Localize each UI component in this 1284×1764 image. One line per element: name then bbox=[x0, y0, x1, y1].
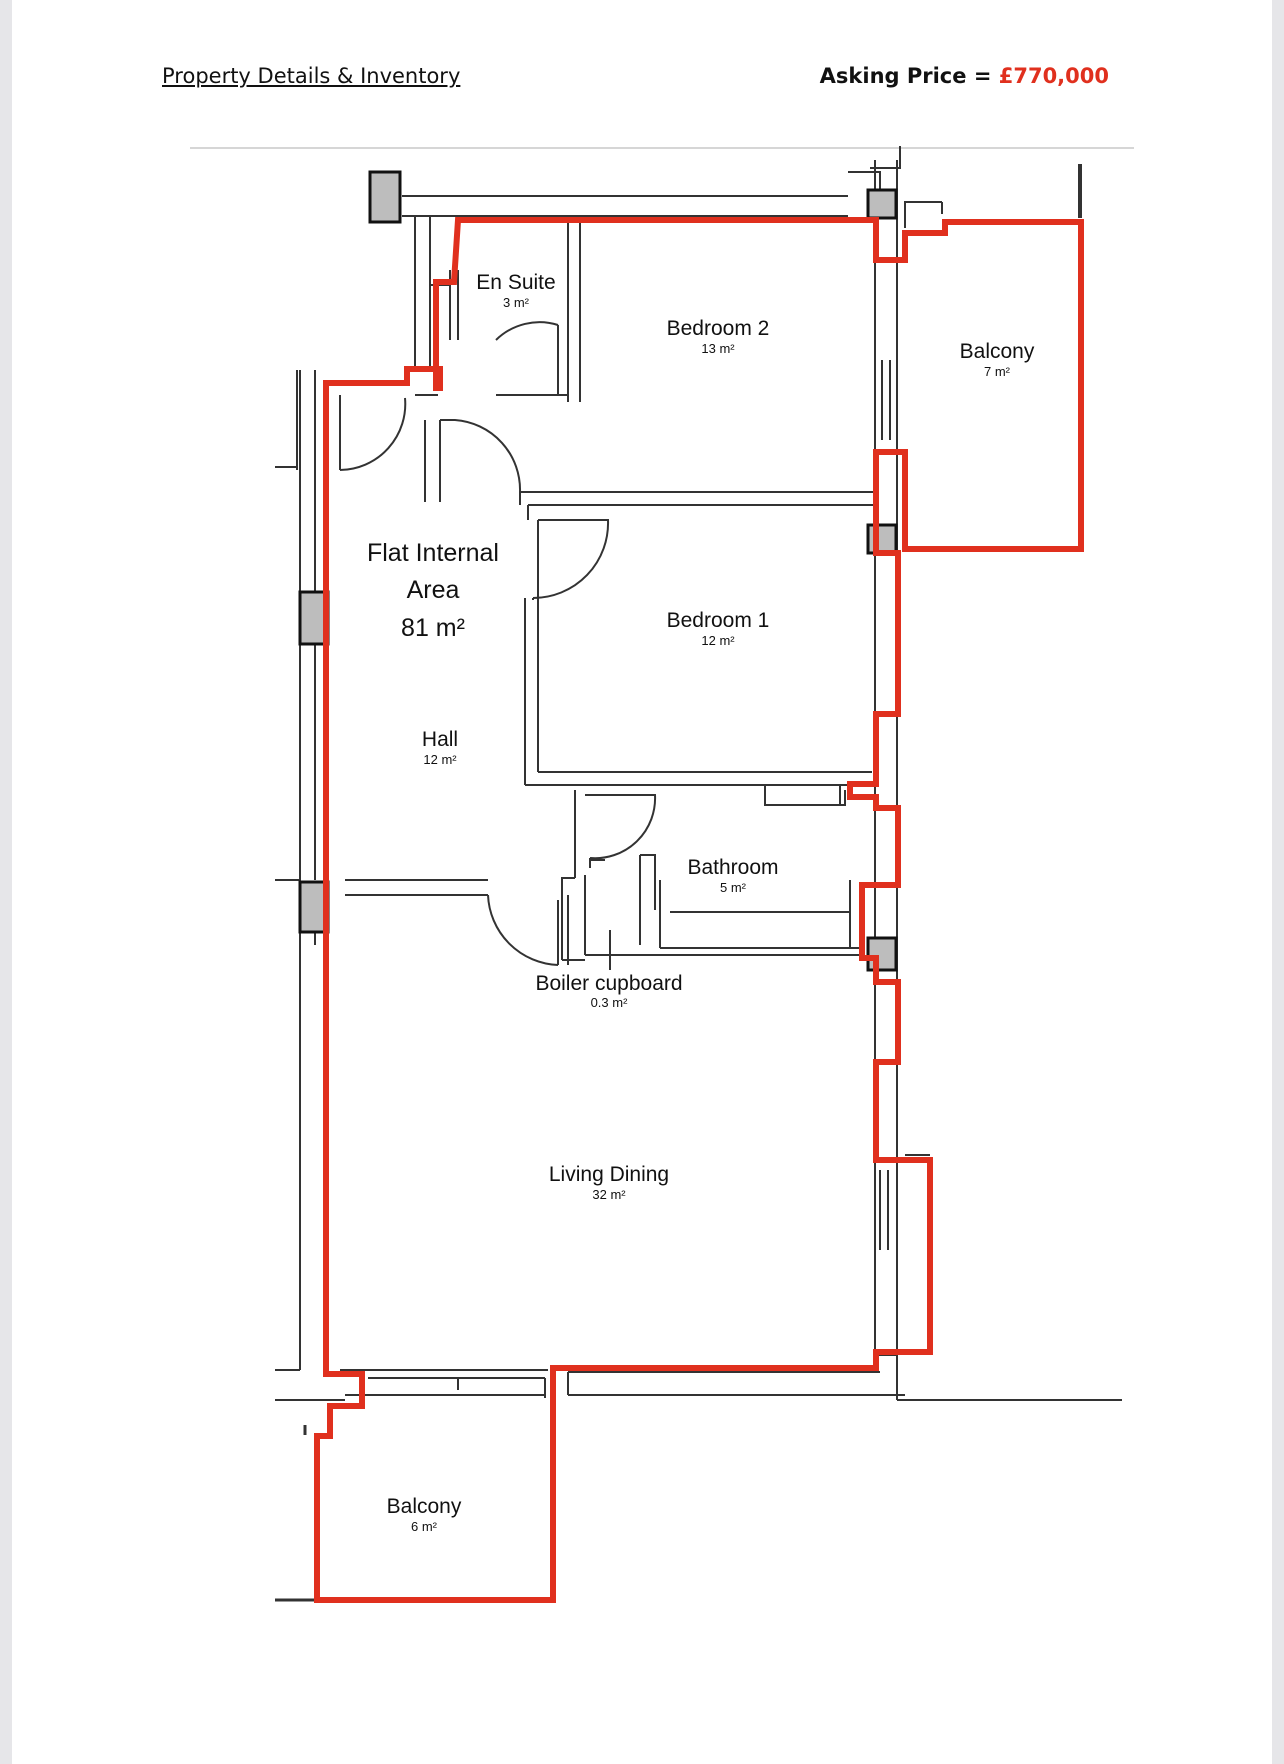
living-dining-area: 32 m² bbox=[592, 1187, 626, 1202]
area-outline bbox=[314, 217, 1084, 1603]
total-area-line2: Area bbox=[407, 576, 460, 604]
plan-columns bbox=[298, 170, 898, 972]
hall-area: 12 m² bbox=[423, 752, 457, 767]
balcony-bottom-area: 6 m² bbox=[411, 1519, 438, 1534]
asking-price: Asking Price = £770,000 bbox=[820, 64, 1109, 88]
document-page: Property Details & Inventory Asking Pric… bbox=[12, 0, 1272, 1764]
total-area-line1: Flat Internal bbox=[367, 539, 499, 567]
boiler-cupboard-name: Boiler cupboard bbox=[535, 972, 682, 995]
balcony-bottom-name: Balcony bbox=[387, 1495, 462, 1518]
living-dining-name: Living Dining bbox=[549, 1163, 669, 1186]
balcony-top-name: Balcony bbox=[960, 340, 1035, 363]
en-suite-name: En Suite bbox=[476, 271, 555, 294]
hall-name: Hall bbox=[422, 728, 458, 751]
bedroom-2-name: Bedroom 2 bbox=[667, 317, 770, 340]
balcony-top-area: 7 m² bbox=[984, 364, 1011, 379]
boiler-cupboard-area: 0.3 m² bbox=[591, 995, 629, 1010]
total-area-value: 81 m² bbox=[401, 614, 465, 642]
bathroom-area: 5 m² bbox=[720, 880, 747, 895]
bathroom-name: Bathroom bbox=[687, 856, 778, 879]
room-labels: En Suite 3 m² Bedroom 2 13 m² Balcony 7 … bbox=[367, 271, 1035, 1534]
bedroom-2-area: 13 m² bbox=[701, 341, 735, 356]
en-suite-area: 3 m² bbox=[503, 295, 530, 310]
document-title: Property Details & Inventory bbox=[162, 64, 461, 88]
header-divider bbox=[190, 147, 1134, 149]
price-value: £770,000 bbox=[998, 64, 1109, 88]
bedroom-1-name: Bedroom 1 bbox=[667, 609, 770, 632]
bedroom-1-area: 12 m² bbox=[701, 633, 735, 648]
price-label: Asking Price = bbox=[819, 64, 999, 88]
